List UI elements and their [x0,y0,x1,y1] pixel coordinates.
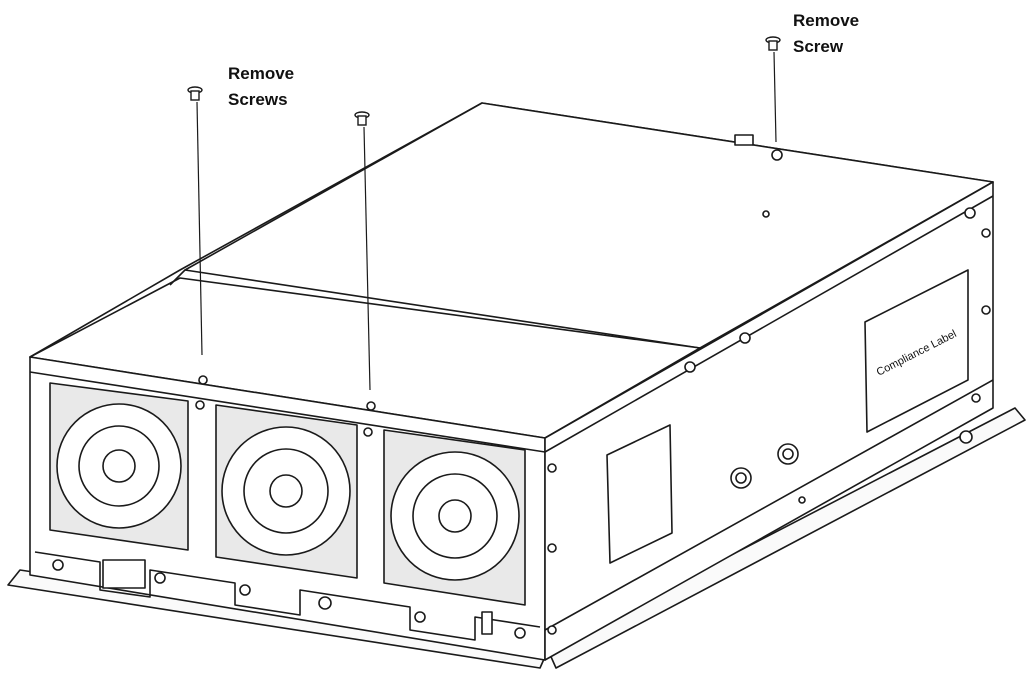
callout-left-line1: Remove [228,64,295,83]
compliance-label-plate [864,269,969,433]
callout-right-line1: Remove [793,11,860,30]
screw-icon [187,86,203,101]
fan-grille-3 [383,429,526,606]
top-screw-hole-1 [198,375,208,385]
top-screw-hole-2 [366,401,376,411]
callout-right-line2: Screw [793,37,844,56]
side-port-cover [606,424,673,564]
fan-grille-1 [49,382,189,551]
screw-icon [354,111,370,126]
rear-screw-hole [771,149,783,161]
callout-left-line2: Screws [228,90,288,109]
fan-grille-2 [215,404,358,579]
remove-screw-callout: Remove Screw [793,8,859,60]
screw-icon [765,36,781,51]
right-mounting-flange [547,407,1026,669]
remove-screws-callout: Remove Screws [228,61,294,113]
